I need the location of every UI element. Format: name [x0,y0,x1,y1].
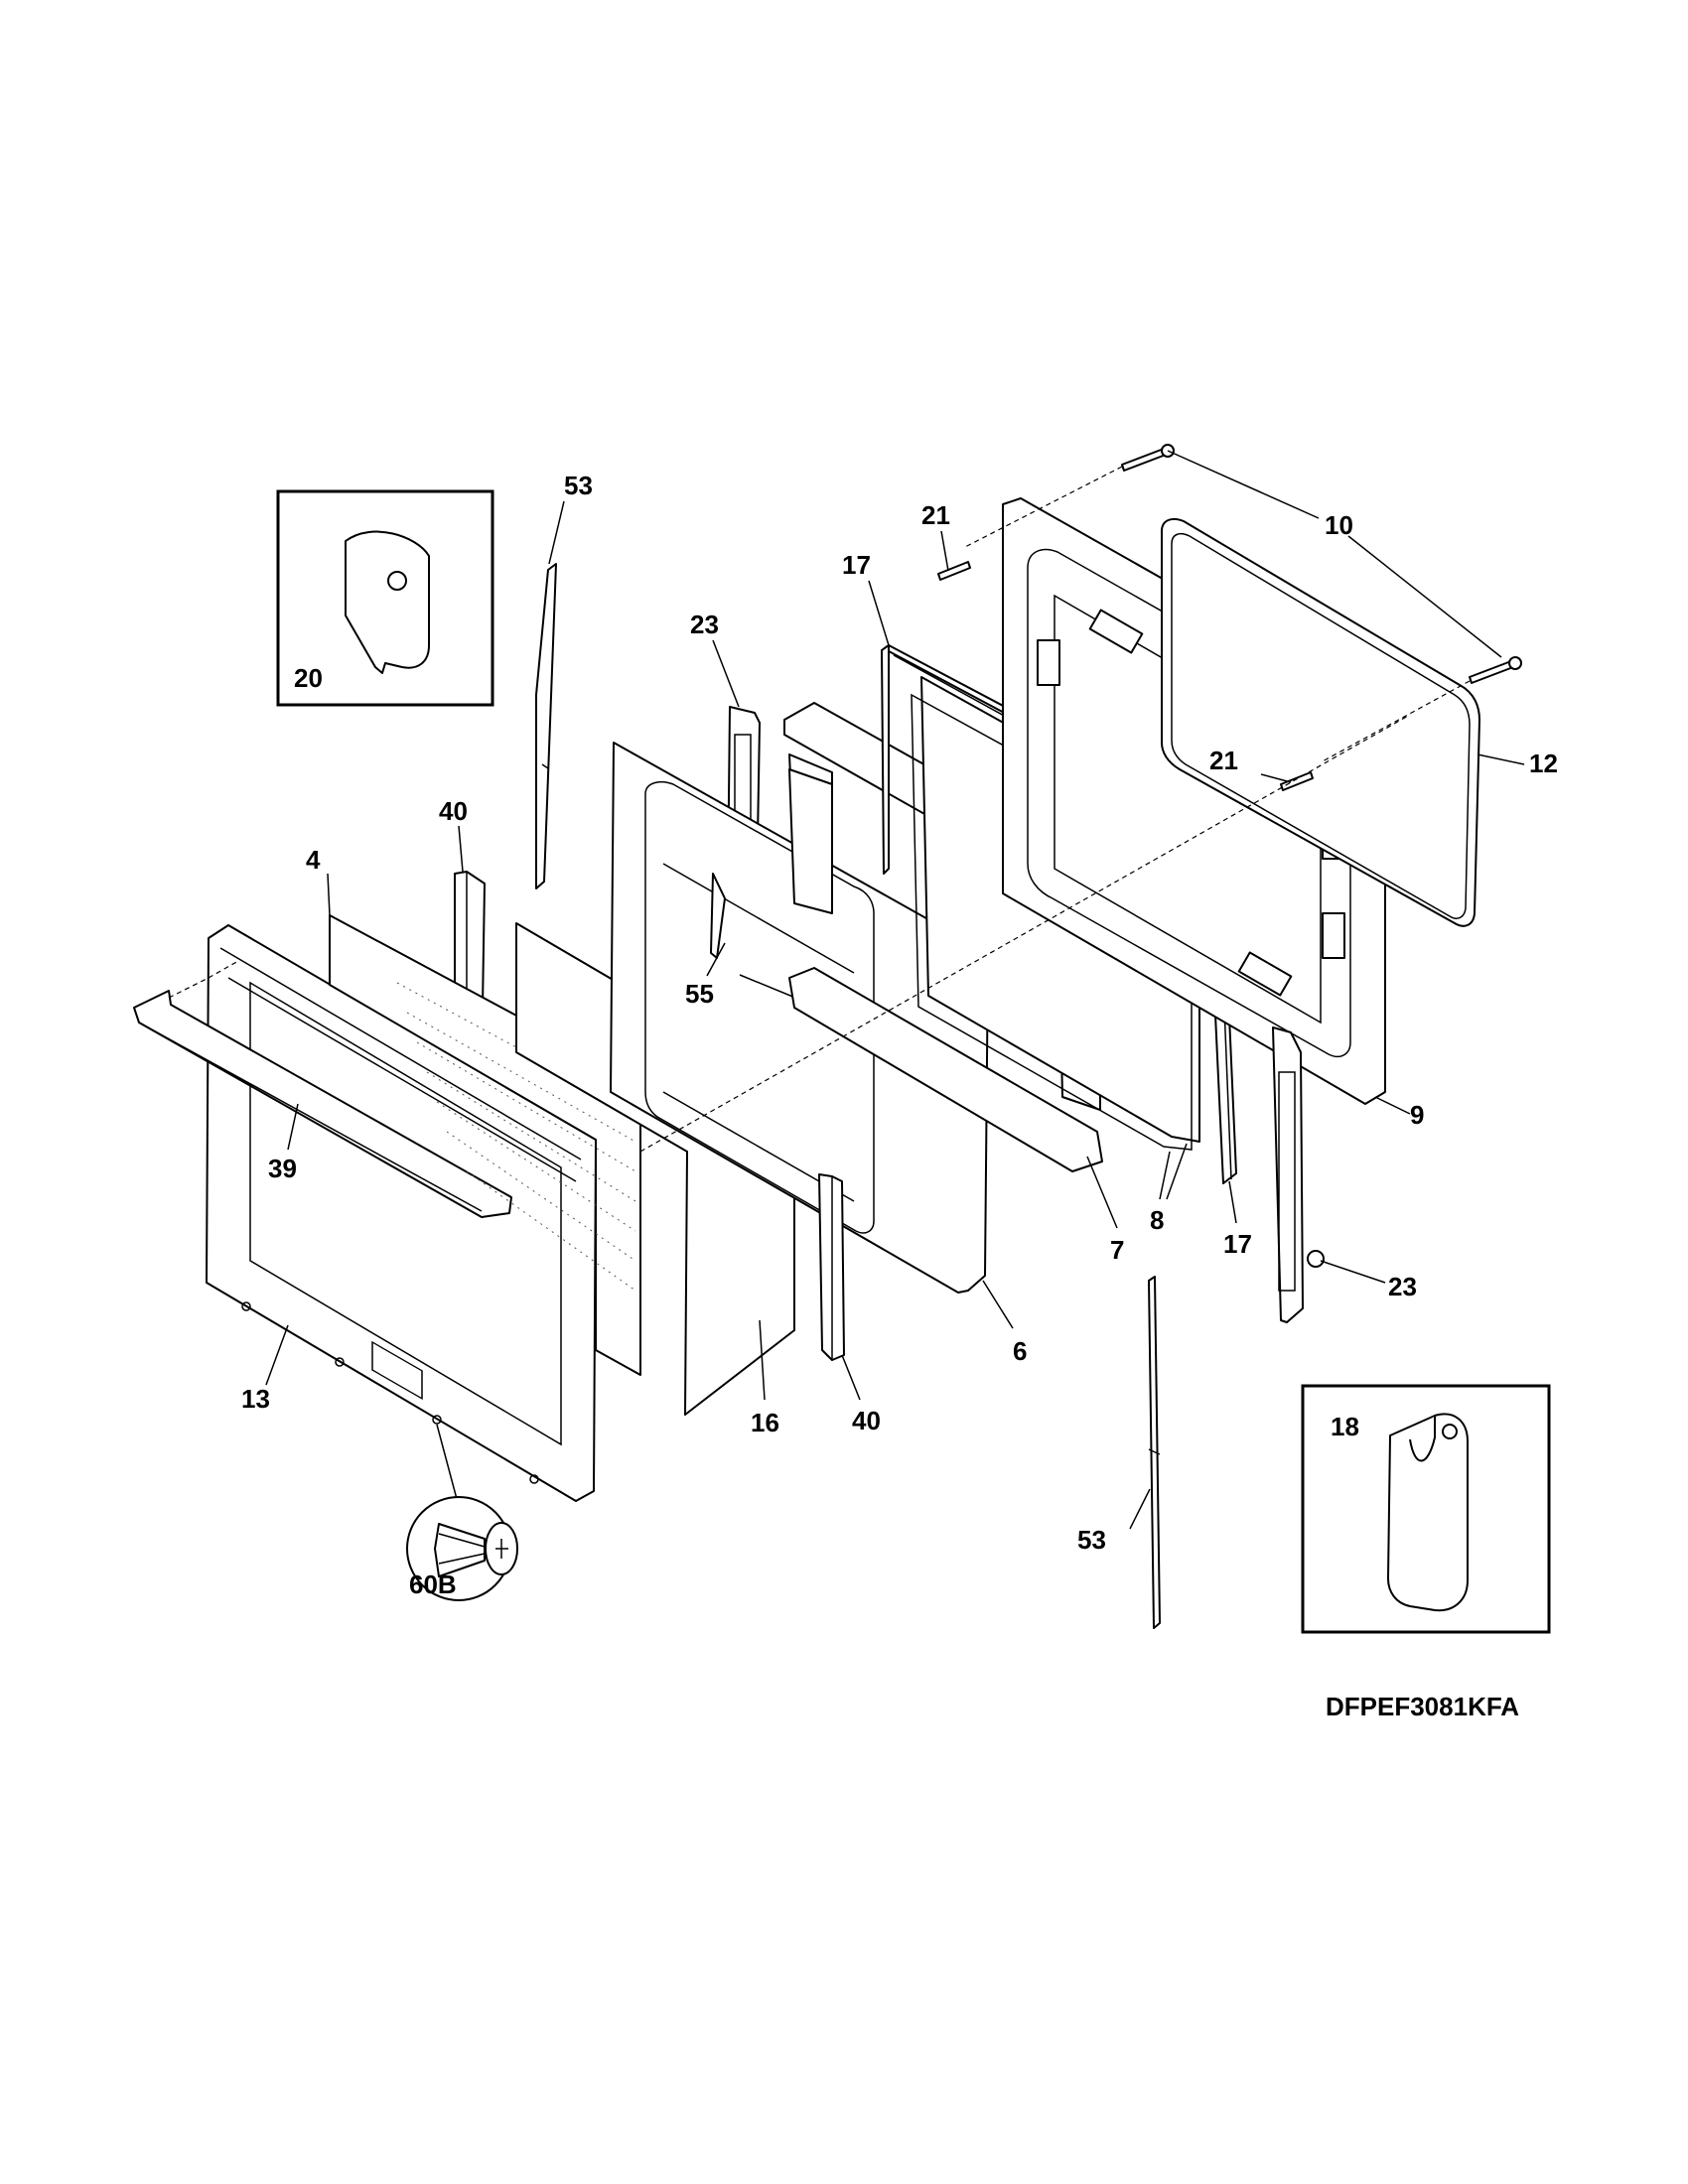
callout-23-bottom: 23 [1388,1272,1417,1301]
callout-17-top: 17 [842,550,871,580]
callout-23-top: 23 [690,610,719,639]
callout-6: 6 [1013,1336,1027,1366]
callout-21-mid: 21 [1209,746,1238,775]
callout-20: 20 [294,663,323,693]
callout-17-bottom: 17 [1223,1229,1252,1259]
model-code: DFPEF3081KFA [1326,1692,1519,1721]
callout-53-top: 53 [564,471,593,500]
screws-10: 10 [962,444,1522,763]
inset-part-18: 18 [1301,1384,1551,1634]
callout-39: 39 [268,1154,297,1183]
outer-door-panel-13: 13 [206,924,597,1502]
hinge-bracket-40-bottom: 40 [818,1173,881,1435]
inset-part-20: 20 [276,489,494,707]
callout-16: 16 [751,1408,779,1437]
callout-13: 13 [241,1384,270,1414]
callout-40-top: 40 [439,796,468,826]
alignment-lines [208,714,1411,1153]
door-gasket-12: 12 [1161,517,1558,927]
clips-21: 21 21 [921,500,1314,791]
callout-21-top: 21 [921,500,950,530]
door-handle-39: 39 [133,977,512,1218]
callout-7: 7 [1110,1235,1124,1265]
callout-12: 12 [1529,749,1558,778]
callout-53-bottom: 53 [1077,1525,1106,1555]
callout-9: 9 [1410,1100,1424,1130]
callout-18: 18 [1331,1412,1359,1441]
callout-40-bottom: 40 [852,1406,881,1435]
callout-55: 55 [685,979,714,1009]
top-trim-53: 53 [535,471,593,889]
callout-10: 10 [1325,510,1353,540]
callout-4: 4 [306,845,321,875]
hinge-23-bottom: 23 [1272,1026,1417,1323]
screw-detail-60B: 60B [406,1424,518,1601]
callout-8: 8 [1150,1205,1164,1235]
hinge-bracket-40-top: 40 [439,796,486,1009]
callout-60B: 60B [409,1570,457,1599]
bottom-trim-53: 53 [1077,1276,1161,1629]
